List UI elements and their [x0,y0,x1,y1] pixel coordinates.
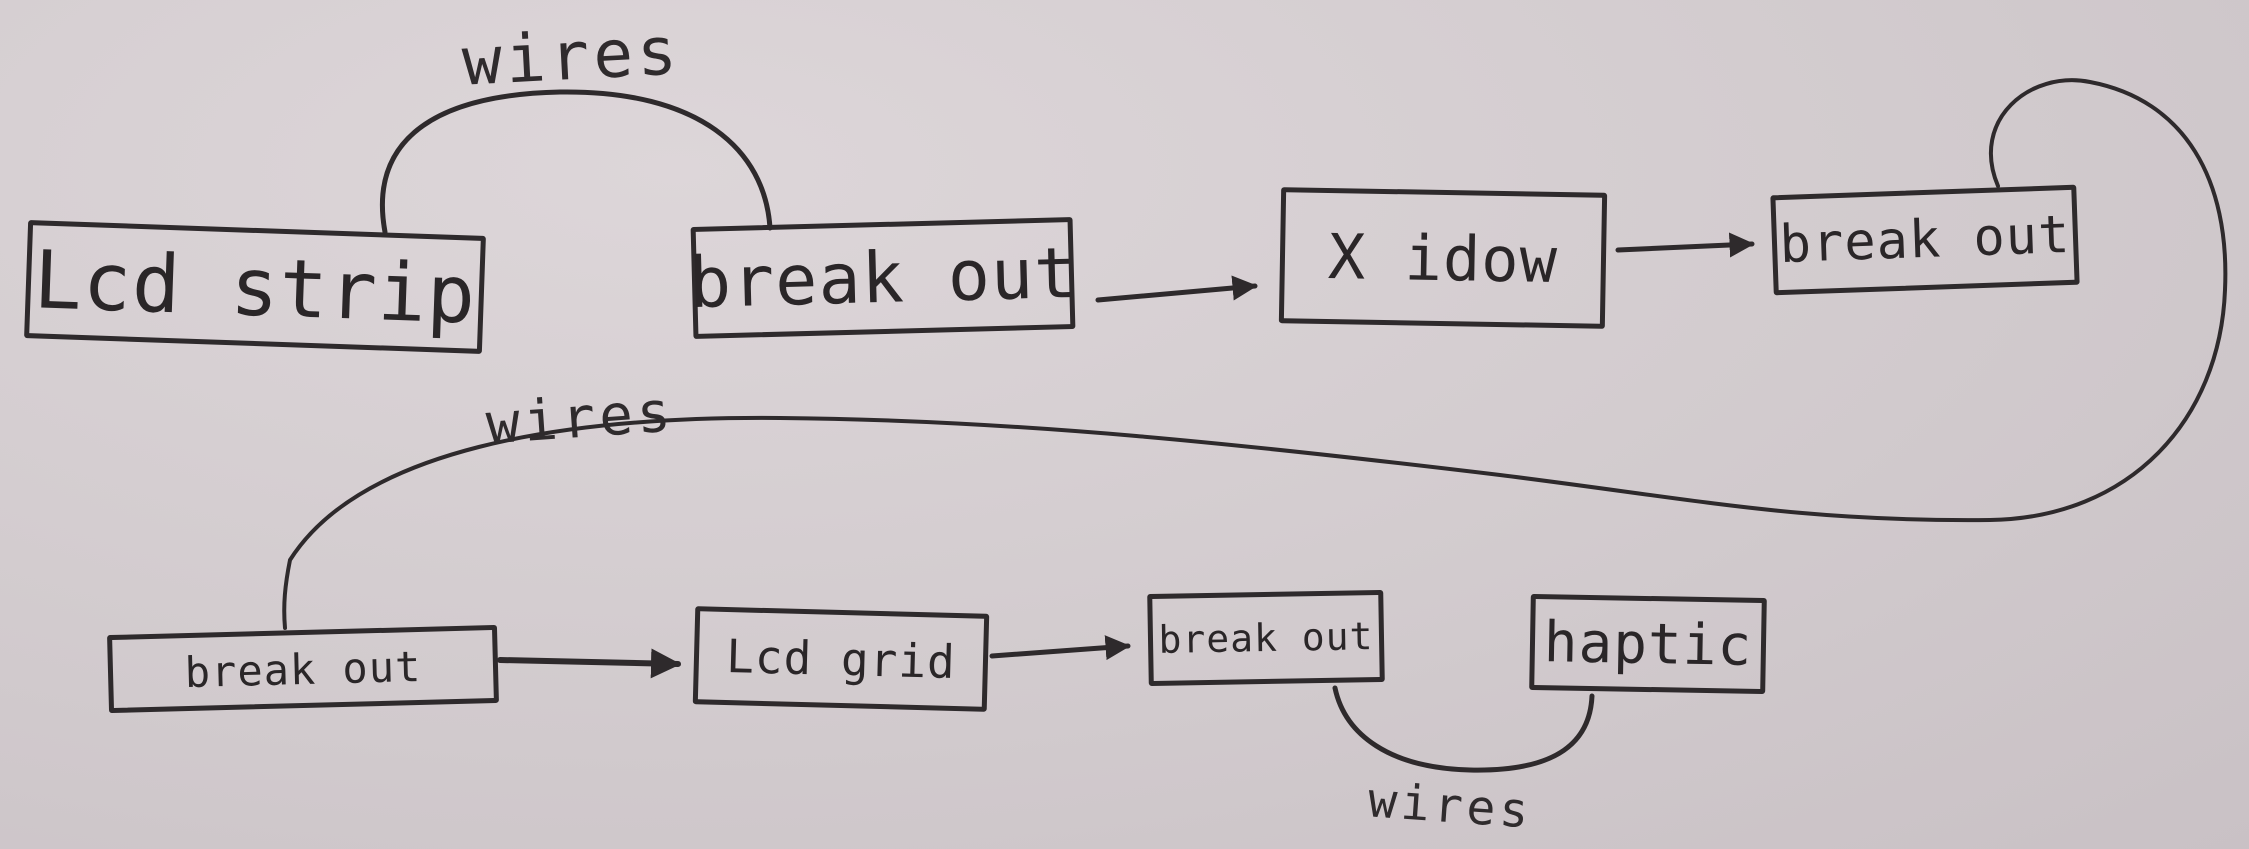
node-haptic: haptic [1529,593,1767,695]
edge-label-wires-middle: wires [483,379,677,458]
node-lcd-strip: Lcd strip [24,220,486,354]
edge-label-wires-bottom: wires [1366,772,1535,840]
node-lcd-grid: Lcd grid [692,606,990,712]
edge-arrow-n6-n7 [989,635,1131,661]
edge-arrow-n3-n4 [1615,232,1755,258]
edge-wire-n1-n2 [379,89,773,235]
node-xidow: X idow [1278,187,1608,329]
edge-wire-n4-n5 [282,78,2228,630]
edge-arrow-n2-n3 [1095,275,1258,303]
edge-wire-n7-n8 [1332,685,1595,773]
node-breakout-3: break out [107,624,499,714]
edge-arrow-n5-n6 [497,648,681,679]
node-breakout-1: break out [688,217,1078,339]
node-breakout-4: break out [1147,589,1385,687]
edge-label-wires-top: wires [460,12,683,101]
node-breakout-2: break out [1770,184,2080,296]
